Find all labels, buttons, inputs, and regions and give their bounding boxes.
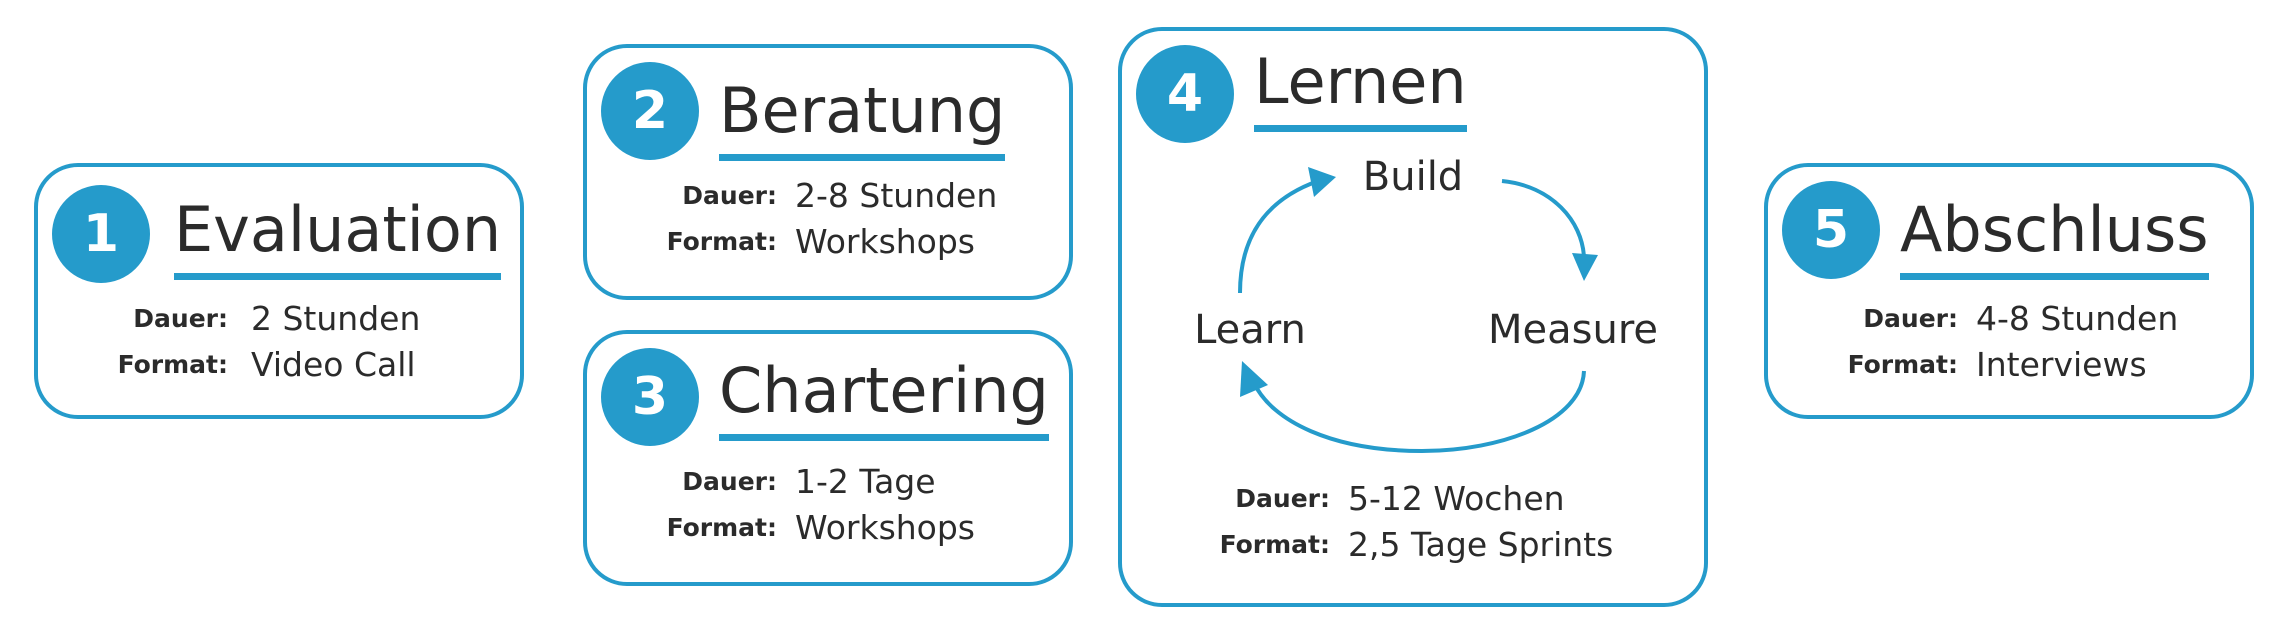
- format-value: Video Call: [251, 345, 416, 384]
- duration-row: Dauer: 2 Stunden: [38, 297, 520, 341]
- step-card-chartering: 3 Chartering Dauer: 1-2 Tage Format: Wor…: [583, 330, 1073, 586]
- cycle-arrowhead: [1572, 253, 1598, 281]
- step-card-evaluation: 1 Evaluation Dauer: 2 Stunden Format: Vi…: [34, 163, 524, 419]
- duration-value: 4-8 Stunden: [1976, 299, 2179, 338]
- duration-label: Dauer:: [1235, 484, 1330, 513]
- step-title: Beratung: [719, 80, 1006, 161]
- step-number-badge: 3: [601, 348, 699, 446]
- step-card-lernen: 4 Lernen Build Measure Learn Dauer: 5-12…: [1118, 27, 1708, 607]
- step-title: Chartering: [719, 360, 1049, 441]
- format-label: Format:: [1847, 350, 1958, 379]
- duration-row: Dauer: 5-12 Wochen: [1122, 477, 1704, 521]
- cycle-arrow-measure-to-learn: [1252, 370, 1586, 454]
- step-number-badge: 1: [52, 185, 150, 283]
- format-row: Format: Workshops: [587, 506, 1069, 550]
- cycle-label-learn: Learn: [1194, 307, 1306, 353]
- step-title: Lernen: [1254, 51, 1467, 132]
- duration-row: Dauer: 2-8 Stunden: [587, 174, 1069, 218]
- format-row: Format: Video Call: [38, 343, 520, 387]
- duration-row: Dauer: 4-8 Stunden: [1768, 297, 2250, 341]
- cycle-arrow-learn-to-build: [1238, 179, 1319, 294]
- step-number-badge: 2: [601, 62, 699, 160]
- format-row: Format: Workshops: [587, 220, 1069, 264]
- build-measure-learn-cycle: Build Measure Learn: [1194, 154, 1658, 454]
- duration-row: Dauer: 1-2 Tage: [587, 460, 1069, 504]
- duration-value: 5-12 Wochen: [1348, 479, 1565, 518]
- step-card-beratung: 2 Beratung Dauer: 2-8 Stunden Format: Wo…: [583, 44, 1073, 300]
- format-row: Format: Interviews: [1768, 343, 2250, 387]
- format-value: Interviews: [1976, 345, 2147, 384]
- format-label: Format:: [1219, 530, 1330, 559]
- step-number-badge: 5: [1782, 181, 1880, 279]
- format-label: Format:: [117, 350, 228, 379]
- duration-label: Dauer:: [682, 181, 777, 210]
- duration-value: 1-2 Tage: [795, 462, 936, 501]
- duration-label: Dauer:: [682, 467, 777, 496]
- duration-value: 2-8 Stunden: [795, 176, 998, 215]
- step-card-abschluss: 5 Abschluss Dauer: 4-8 Stunden Format: I…: [1764, 163, 2254, 419]
- format-value: Workshops: [795, 508, 976, 547]
- cycle-label-build: Build: [1363, 154, 1463, 200]
- format-label: Format:: [666, 227, 777, 256]
- format-row: Format: 2,5 Tage Sprints: [1122, 523, 1704, 567]
- step-title: Abschluss: [1900, 199, 2209, 280]
- duration-label: Dauer:: [133, 304, 228, 333]
- duration-label: Dauer:: [1863, 304, 1958, 333]
- format-value: 2,5 Tage Sprints: [1348, 525, 1614, 564]
- duration-value: 2 Stunden: [251, 299, 421, 338]
- cycle-arrowhead: [1308, 167, 1336, 197]
- step-number-badge: 4: [1136, 45, 1234, 143]
- format-value: Workshops: [795, 222, 976, 261]
- format-label: Format:: [666, 513, 777, 542]
- cycle-arrow-build-to-measure: [1501, 179, 1586, 258]
- step-title: Evaluation: [174, 199, 502, 280]
- cycle-label-measure: Measure: [1488, 307, 1658, 353]
- cycle-arrowhead: [1240, 361, 1268, 397]
